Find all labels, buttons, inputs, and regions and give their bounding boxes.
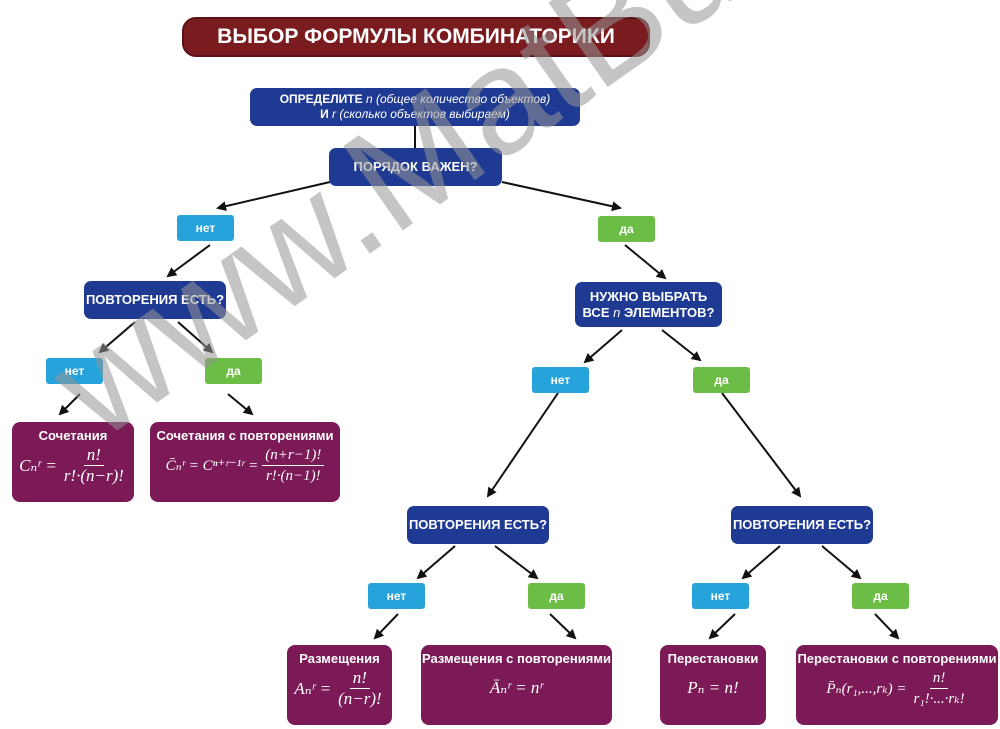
order-no-label: нет <box>177 215 234 241</box>
rep-left-yes-label: да <box>205 358 262 384</box>
start-node: ОПРЕДЕЛИТЕ n (общее количество объектов)… <box>250 88 580 126</box>
formula-combinations: Cₙʳ = n!r!·(n−r)! <box>19 445 124 485</box>
formula-permutations-with-repetitions: P̄ₙ(r₁,...,rₖ) = n!r₁!·...·rₖ! <box>826 670 965 707</box>
arrow-to-comb <box>58 393 81 416</box>
all-no-label: нет <box>532 367 589 393</box>
arrow-to-arr-rep <box>549 613 577 640</box>
arrow-to-perm <box>708 613 736 640</box>
arrow-to-comb-rep <box>227 393 254 416</box>
result-permutations: Перестановки Pₙ = n! <box>660 645 766 725</box>
formula-combinations-with-repetitions: C̄ₙʳ = Cⁿ⁺ʳ⁻¹ʳ = (n+r−1)!r!·(n−1)! <box>166 445 325 486</box>
rep-right-yes-label: да <box>852 583 909 609</box>
all-yes-label: да <box>693 367 750 393</box>
arrow-order-no <box>216 181 331 212</box>
rep-mid-no-label: нет <box>368 583 425 609</box>
order-question: ПОРЯДОК ВАЖЕН? <box>329 148 502 186</box>
all-elements-question: НУЖНО ВЫБРАТЬ ВСЕ n ЭЛЕМЕНТОВ? <box>575 282 722 327</box>
arrow-no-to-rep <box>166 244 211 278</box>
diagram-title: ВЫБОР ФОРМУЛЫ КОМБИНАТОРИКИ <box>182 17 650 57</box>
result-combinations: Сочетания Cₙʳ = n!r!·(n−r)! <box>12 422 134 502</box>
arrow-to-arr <box>373 613 399 640</box>
arrow-to-rep-mid <box>486 392 559 498</box>
rep-left-no-label: нет <box>46 358 103 384</box>
result-arrangements: Размещения Aₙʳ = n!(n−r)! <box>287 645 392 725</box>
arrow-rep-yes <box>177 321 214 354</box>
arrow-rep-mid-yes <box>494 545 539 580</box>
arrow-yes-to-all <box>624 244 667 280</box>
arrow-rep-mid-no <box>416 545 456 580</box>
start-line-2: И r (сколько объектов выбираем) <box>320 107 510 121</box>
result-arrangements-with-repetitions: Размещения с повторениями Āₙʳ = nʳ <box>421 645 612 725</box>
arrow-order-yes <box>501 181 622 212</box>
repetition-question-middle: ПОВТОРЕНИЯ ЕСТЬ? <box>407 506 549 544</box>
arrow-rep-no <box>98 321 136 354</box>
arrow-to-rep-right <box>721 392 802 498</box>
arrow-rep-right-no <box>741 545 781 580</box>
repetition-question-left: ПОВТОРЕНИЯ ЕСТЬ? <box>84 281 226 319</box>
formula-arrangements: Aₙʳ = n!(n−r)! <box>294 668 382 708</box>
arrow-to-perm-rep <box>874 613 900 640</box>
result-permutations-with-repetitions: Перестановки с повторениями P̄ₙ(r₁,...,r… <box>796 645 998 725</box>
start-line-1: ОПРЕДЕЛИТЕ n (общее количество объектов) <box>279 92 551 106</box>
order-yes-label: да <box>598 216 655 242</box>
result-combinations-with-repetitions: Сочетания с повторениями C̄ₙʳ = Cⁿ⁺ʳ⁻¹ʳ … <box>150 422 340 502</box>
rep-right-no-label: нет <box>692 583 749 609</box>
arrow-rep-right-yes <box>821 545 862 580</box>
formula-arrangements-with-repetitions: Āₙʳ = nʳ <box>489 678 544 697</box>
rep-mid-yes-label: да <box>528 583 585 609</box>
arrow-all-no <box>583 329 623 364</box>
formula-permutations: Pₙ = n! <box>687 678 739 697</box>
arrow-all-yes <box>661 329 702 362</box>
repetition-question-right: ПОВТОРЕНИЯ ЕСТЬ? <box>731 506 873 544</box>
